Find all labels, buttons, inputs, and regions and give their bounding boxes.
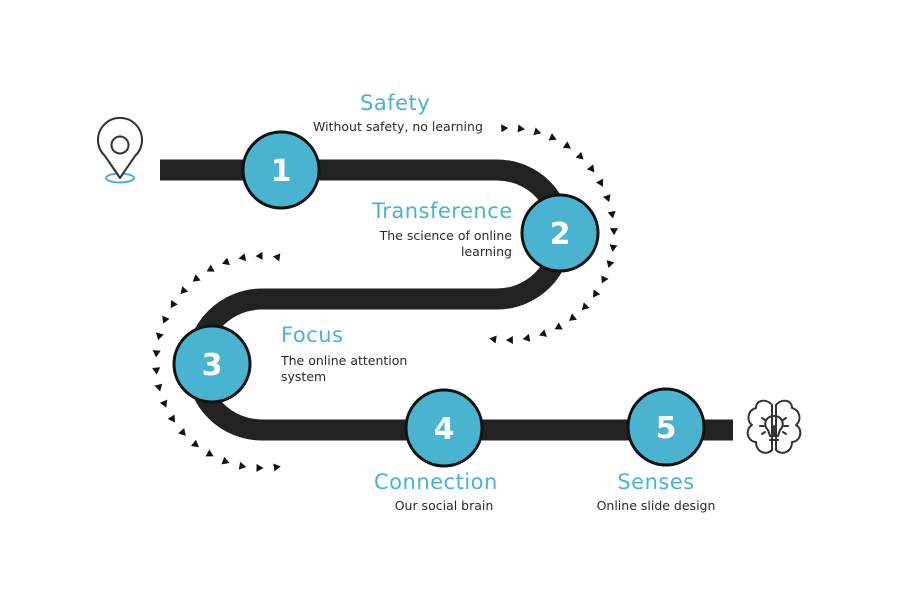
arrowhead-icon — [154, 383, 163, 392]
step-marker-5: 5 — [626, 387, 706, 467]
step-title-3: Focus — [281, 323, 344, 347]
direction-arrows-right — [489, 124, 618, 344]
arrowhead-icon — [592, 289, 601, 298]
arrowhead-icon — [603, 194, 611, 203]
brain-lightbulb-icon — [746, 399, 802, 454]
arrowhead-icon — [192, 274, 201, 282]
arrowhead-icon — [501, 124, 509, 133]
arrowhead-icon — [152, 350, 161, 358]
arrowhead-icon — [562, 141, 571, 149]
step-description-2: The science of online learning — [379, 228, 512, 259]
arrowhead-icon — [568, 313, 577, 321]
arrowhead-icon — [548, 133, 557, 141]
direction-arrows-left — [152, 251, 281, 472]
map-pin-icon — [97, 116, 143, 184]
step-description-1: Without safety, no learning — [313, 119, 483, 134]
arrowhead-icon — [162, 315, 170, 324]
step-number-2: 2 — [550, 217, 571, 252]
step-description-5: Online slide design — [596, 498, 716, 513]
arrowhead-icon — [607, 210, 616, 219]
arrowhead-icon — [170, 300, 178, 309]
step-title-2: Transference — [372, 199, 513, 223]
step-marker-3: 3 — [172, 324, 252, 404]
arrowhead-icon — [256, 463, 264, 472]
arrowhead-icon — [517, 124, 525, 133]
step-title-1: Safety — [360, 91, 431, 115]
arrowhead-icon — [273, 463, 281, 472]
arrowhead-icon — [601, 275, 609, 284]
step-number-1: 1 — [271, 154, 292, 189]
arrowhead-icon — [159, 399, 168, 408]
arrowhead-icon — [167, 414, 175, 423]
arrowhead-icon — [609, 244, 618, 252]
arrowhead-icon — [221, 257, 230, 266]
arrowhead-icon — [539, 329, 547, 337]
arrowhead-icon — [221, 456, 230, 465]
arrowhead-icon — [581, 302, 590, 311]
arrowhead-icon — [609, 228, 618, 236]
arrowhead-icon — [180, 286, 189, 295]
arrowhead-icon — [190, 439, 199, 448]
arrowhead-icon — [505, 335, 513, 344]
step-title-4: Connection — [374, 470, 498, 494]
arrowhead-icon — [554, 322, 563, 330]
arrowhead-icon — [586, 164, 595, 173]
arrowhead-icon — [255, 251, 263, 260]
arrowhead-icon — [205, 449, 214, 457]
arrowhead-icon — [238, 461, 247, 470]
step-marker-4: 4 — [404, 388, 484, 468]
arrowhead-icon — [238, 253, 247, 262]
step-number-5: 5 — [656, 411, 677, 446]
step-description-3: The online attention system — [281, 353, 408, 384]
arrowhead-icon — [489, 335, 497, 344]
step-title-5: Senses — [617, 470, 695, 494]
arrowhead-icon — [272, 253, 281, 262]
step-number-3: 3 — [202, 348, 223, 383]
arrowhead-icon — [575, 151, 584, 160]
arrowhead-icon — [155, 332, 164, 341]
step-marker-2: 2 — [520, 193, 600, 273]
arrowhead-icon — [206, 264, 215, 272]
step-description-4: Our social brain — [394, 498, 494, 513]
arrowhead-icon — [522, 333, 531, 342]
arrowhead-icon — [152, 367, 161, 375]
arrowhead-icon — [533, 127, 542, 136]
arrowhead-icon — [178, 427, 186, 436]
arrowhead-icon — [596, 178, 604, 187]
step-number-4: 4 — [434, 412, 455, 447]
arrowhead-icon — [606, 260, 615, 269]
step-marker-1: 1 — [241, 130, 321, 210]
